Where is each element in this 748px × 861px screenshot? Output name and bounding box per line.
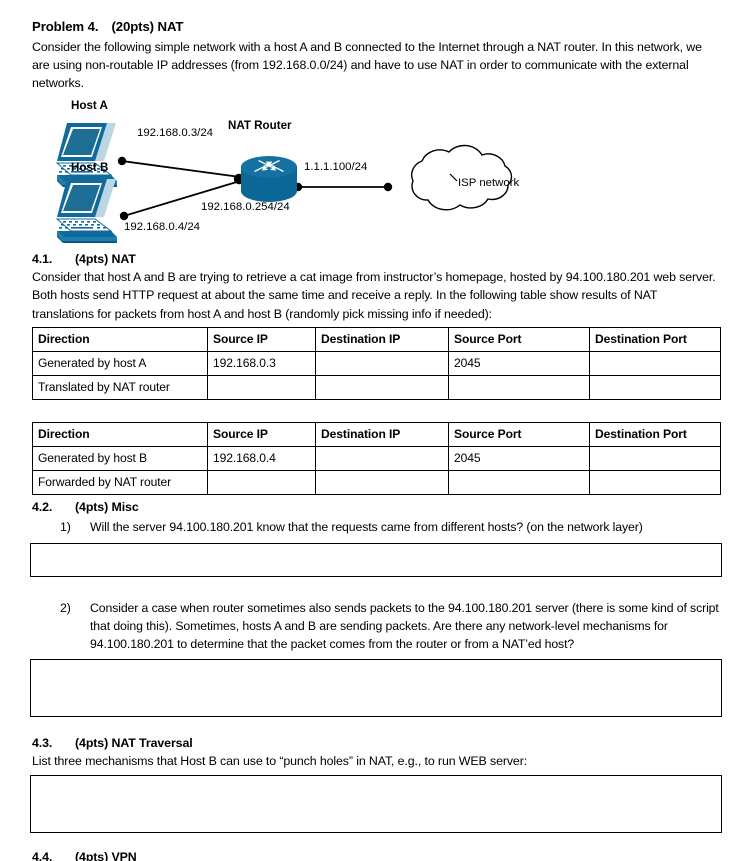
column-header-dest-port: Destination Port bbox=[589, 421, 721, 447]
section-4-1-title: (4pts) NAT bbox=[75, 251, 136, 266]
host-a-laptop-icon bbox=[56, 122, 118, 188]
section-4-3-heading: 4.3. (4pts) NAT Traversal bbox=[32, 735, 720, 753]
cell-source-port[interactable] bbox=[448, 469, 590, 495]
section-4-3-number: 4.3. bbox=[32, 735, 53, 750]
section-4-2-questions-2: 2) Consider a case when router sometimes… bbox=[32, 599, 720, 653]
section-4-3-body: List three mechanisms that Host B can us… bbox=[32, 754, 528, 769]
section-4-2-number: 4.2. bbox=[32, 499, 53, 514]
section-4-2-heading: 4.2. (4pts) Misc bbox=[32, 499, 720, 517]
column-header-source-ip: Source IP bbox=[207, 421, 316, 447]
page-title: Problem 4. (20pts) NAT bbox=[32, 18, 720, 36]
cell-dest-port[interactable] bbox=[589, 469, 721, 495]
column-header-source-ip: Source IP bbox=[207, 326, 316, 352]
answer-box-4-3[interactable] bbox=[30, 774, 722, 833]
isp-network-label: ISP network bbox=[458, 176, 520, 189]
column-header-source-port: Source Port bbox=[448, 421, 590, 447]
nat-table-host-a: Direction Source IP Destination IP Sourc… bbox=[32, 326, 721, 400]
isp-cloud-icon bbox=[410, 144, 513, 210]
section-4-4-number: 4.4. bbox=[32, 849, 53, 861]
table-header-row: Direction Source IP Destination IP Sourc… bbox=[32, 326, 721, 352]
section-4-3-title: (4pts) NAT Traversal bbox=[75, 735, 193, 750]
cell-source-port[interactable]: 2045 bbox=[448, 350, 590, 376]
answer-box-4-2-2[interactable] bbox=[30, 658, 722, 717]
question-text: Consider a case when router sometimes al… bbox=[90, 600, 719, 651]
table-row: Translated by NAT router bbox=[32, 374, 721, 400]
table-row: Generated by host B 192.168.0.4 2045 bbox=[32, 445, 721, 471]
column-header-direction: Direction bbox=[32, 421, 208, 447]
cell-direction: Translated by NAT router bbox=[32, 374, 208, 400]
problem-points-label: (20pts) NAT bbox=[111, 19, 184, 34]
column-header-dest-port: Destination Port bbox=[589, 326, 721, 352]
section-4-1-body: Consider that host A and B are trying to… bbox=[32, 270, 716, 321]
cell-source-ip[interactable]: 192.168.0.3 bbox=[207, 350, 316, 376]
question-item: 2) Consider a case when router sometimes… bbox=[32, 599, 720, 653]
cell-source-ip[interactable] bbox=[207, 469, 316, 495]
host-b-label: Host B bbox=[71, 160, 109, 174]
host-a-ip-label: 192.168.0.3/24 bbox=[137, 126, 214, 139]
network-diagram: Host A Host B NAT Router 192.168.0.3/24 … bbox=[32, 99, 720, 251]
column-header-direction: Direction bbox=[32, 326, 208, 352]
table-row: Generated by host A 192.168.0.3 2045 bbox=[32, 350, 721, 376]
cell-dest-ip[interactable] bbox=[315, 374, 449, 400]
column-header-source-port: Source Port bbox=[448, 326, 590, 352]
cell-dest-port[interactable] bbox=[589, 445, 721, 471]
question-number: 1) bbox=[60, 520, 71, 535]
table-row: Forwarded by NAT router bbox=[32, 469, 721, 495]
table-header-row: Direction Source IP Destination IP Sourc… bbox=[32, 421, 721, 447]
section-4-4-title: (4pts) VPN bbox=[75, 849, 137, 861]
cell-dest-ip[interactable] bbox=[315, 445, 449, 471]
section-4-2-questions: 1) Will the server 94.100.180.201 know t… bbox=[32, 518, 720, 536]
cell-direction: Generated by host A bbox=[32, 350, 208, 376]
cell-dest-ip[interactable] bbox=[315, 469, 449, 495]
host-a-label: Host A bbox=[71, 98, 108, 112]
question-item: 1) Will the server 94.100.180.201 know t… bbox=[32, 518, 720, 536]
section-4-4-heading: 4.4. (4pts) VPN bbox=[32, 849, 720, 861]
question-text: Will the server 94.100.180.201 know that… bbox=[90, 520, 643, 535]
cell-direction: Forwarded by NAT router bbox=[32, 469, 208, 495]
intro-paragraph: Consider the following simple network wi… bbox=[32, 39, 702, 91]
section-4-1-number: 4.1. bbox=[32, 251, 53, 266]
cell-source-port[interactable] bbox=[448, 374, 590, 400]
cell-source-ip[interactable]: 192.168.0.4 bbox=[207, 445, 316, 471]
cell-dest-ip[interactable] bbox=[315, 350, 449, 376]
cell-dest-port[interactable] bbox=[589, 350, 721, 376]
router-wan-ip-label: 1.1.1.100/24 bbox=[304, 160, 368, 173]
nat-router-label: NAT Router bbox=[228, 118, 292, 132]
cell-source-ip[interactable] bbox=[207, 374, 316, 400]
section-4-1-heading: 4.1. (4pts) NAT bbox=[32, 251, 720, 269]
problem-number: Problem 4. bbox=[32, 19, 99, 34]
column-header-dest-ip: Destination IP bbox=[315, 421, 449, 447]
host-b-laptop-icon bbox=[56, 178, 118, 244]
nat-table-host-b: Direction Source IP Destination IP Sourc… bbox=[32, 421, 721, 495]
document-content: Problem 4. (20pts) NAT Consider the follo… bbox=[30, 18, 722, 861]
section-4-2-title: (4pts) Misc bbox=[75, 499, 139, 514]
cell-dest-port[interactable] bbox=[589, 374, 721, 400]
router-lan-ip-label: 192.168.0.254/24 bbox=[201, 200, 290, 213]
network-diagram-svg bbox=[56, 122, 513, 244]
cell-source-port[interactable]: 2045 bbox=[448, 445, 590, 471]
host-b-ip-label: 192.168.0.4/24 bbox=[124, 220, 201, 233]
column-header-dest-ip: Destination IP bbox=[315, 326, 449, 352]
nat-router-icon bbox=[241, 155, 297, 202]
question-number: 2) bbox=[60, 600, 71, 615]
cell-direction: Generated by host B bbox=[32, 445, 208, 471]
answer-box-4-2-1[interactable] bbox=[30, 542, 722, 577]
